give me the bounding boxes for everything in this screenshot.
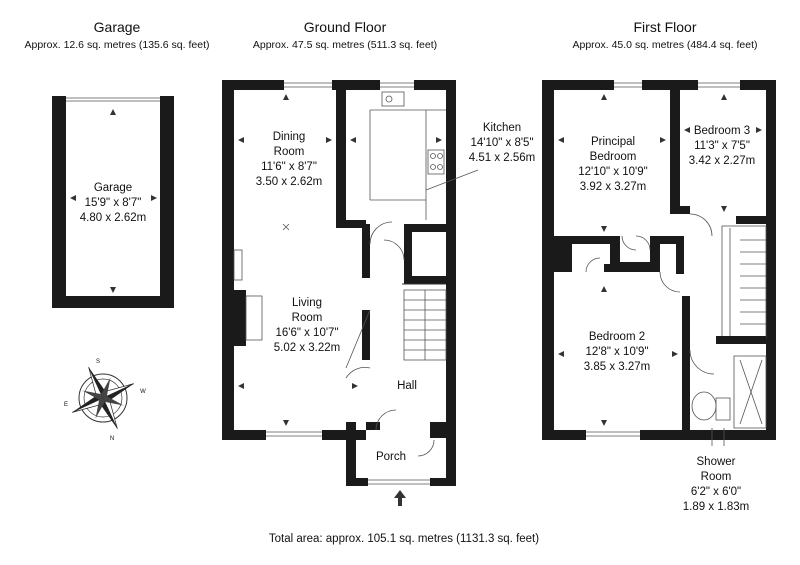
- shower-room-name-line1: Shower: [697, 456, 736, 468]
- principal-bedroom-metric: 3.92 x 3.27m: [580, 181, 646, 193]
- compass-label-w: W: [140, 389, 146, 395]
- bedroom3-metric: 3.42 x 2.27m: [689, 155, 755, 167]
- kitchen-name: Kitchen: [483, 122, 521, 134]
- shower-room-name-line2: Room: [701, 471, 732, 483]
- garage-imperial: 15'9" x 8'7": [85, 197, 142, 209]
- first-floor-area: Approx. 45.0 sq. metres (484.4 sq. feet): [572, 39, 757, 51]
- garage-area: Approx. 12.6 sq. metres (135.6 sq. feet): [24, 39, 209, 51]
- living-room-imperial: 16'6" x 10'7": [275, 327, 338, 339]
- dining-room-name-line1: Dining: [273, 131, 306, 143]
- dining-room-name-line2: Room: [274, 146, 305, 158]
- hall-name: Hall: [397, 380, 417, 392]
- first-floor-title: First Floor: [634, 19, 697, 35]
- bedroom2-imperial: 12'8" x 10'9": [585, 346, 648, 358]
- shower-room-imperial: 6'2" x 6'0": [691, 486, 741, 498]
- kitchen-metric: 4.51 x 2.56m: [469, 152, 535, 164]
- compass-label-n: N: [110, 436, 114, 442]
- bedroom2-name: Bedroom 2: [589, 331, 645, 343]
- ground-floor-area: Approx. 47.5 sq. metres (511.3 sq. feet): [253, 39, 437, 51]
- garage-plan: [52, 96, 174, 308]
- dining-room-imperial: 11'6" x 8'7": [261, 161, 317, 173]
- compass-rose-icon: [72, 367, 134, 429]
- garage-name: Garage: [94, 182, 132, 194]
- total-area: Total area: approx. 105.1 sq. metres (11…: [269, 533, 539, 545]
- bedroom3-imperial: 11'3" x 7'5": [694, 140, 750, 152]
- principal-bedroom-name-line1: Principal: [591, 136, 635, 148]
- porch-name: Porch: [376, 451, 406, 463]
- living-room-name-line2: Room: [292, 312, 323, 324]
- kitchen-imperial: 14'10" x 8'5": [470, 137, 533, 149]
- garage-title: Garage: [94, 19, 141, 35]
- principal-bedroom-imperial: 12'10" x 10'9": [578, 166, 647, 178]
- ground-floor-title: Ground Floor: [304, 19, 387, 35]
- principal-bedroom-name-line2: Bedroom: [590, 151, 637, 163]
- bedroom2-metric: 3.85 x 3.27m: [584, 361, 650, 373]
- shower-room-metric: 1.89 x 1.83m: [683, 501, 749, 513]
- garage-metric: 4.80 x 2.62m: [80, 212, 146, 224]
- living-room-name-line1: Living: [292, 297, 322, 309]
- compass-label-e: E: [64, 402, 68, 408]
- first-floor-plan: [542, 80, 776, 446]
- ground-floor-plan: [222, 80, 456, 506]
- living-room-metric: 5.02 x 3.22m: [274, 342, 340, 354]
- compass-label-s: S: [96, 359, 100, 365]
- bedroom3-name: Bedroom 3: [694, 125, 750, 137]
- kitchen-leader-line: [425, 169, 479, 191]
- dining-room-metric: 3.50 x 2.62m: [256, 176, 322, 188]
